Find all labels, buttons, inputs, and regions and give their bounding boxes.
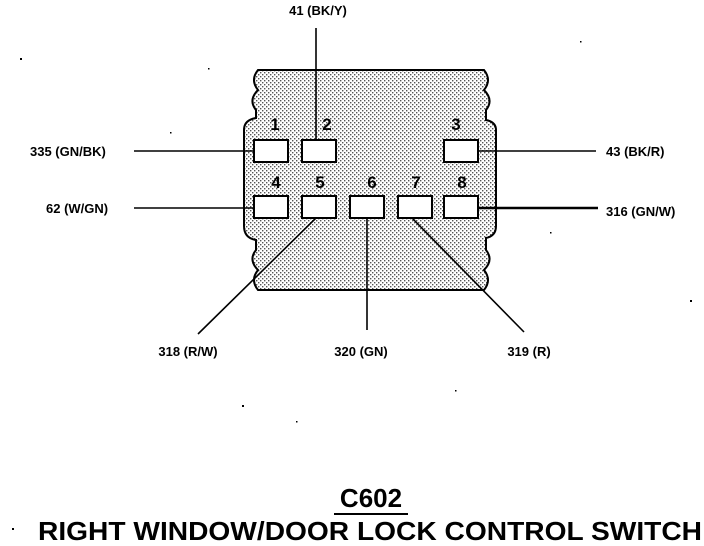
scan-specks [12,41,692,530]
connector-id: C602 [340,483,402,513]
pin-slot-8 [443,195,479,219]
wire-label-3: 43 (BK/R) [606,144,665,159]
wire-label-1: 335 (GN/BK) [30,144,106,159]
pin-number-1: 1 [270,115,279,134]
pin-slot-3 [443,139,479,163]
pin-number-6: 6 [367,173,376,192]
wire-label-6: 320 (GN) [334,344,387,359]
pin-slot-6 [349,195,385,219]
pin-number-2: 2 [322,115,331,134]
pin-number-3: 3 [451,115,460,134]
pin-number-8: 8 [457,173,466,192]
pin-slot-4 [253,195,289,219]
pin-slot-7 [397,195,433,219]
pin-slot-5 [301,195,337,219]
pin-number-7: 7 [411,173,420,192]
connector-housing [243,69,497,291]
wire-label-4: 62 (W/GN) [46,201,108,216]
wire-label-7: 319 (R) [507,344,550,359]
pin-slot-2 [301,139,337,163]
wire-label-8: 316 (GN/W) [606,204,675,219]
wire-line-5 [197,217,317,335]
pin-number-5: 5 [315,173,324,192]
pin-slot-1 [253,139,289,163]
wire-label-5: 318 (R/W) [158,344,217,359]
wire-line-7 [411,217,525,333]
component-name: RIGHT WINDOW/DOOR LOCK CONTROL SWITCH [38,516,702,546]
wire-label-2: 41 (BK/Y) [289,3,347,18]
pin-number-4: 4 [271,173,281,192]
